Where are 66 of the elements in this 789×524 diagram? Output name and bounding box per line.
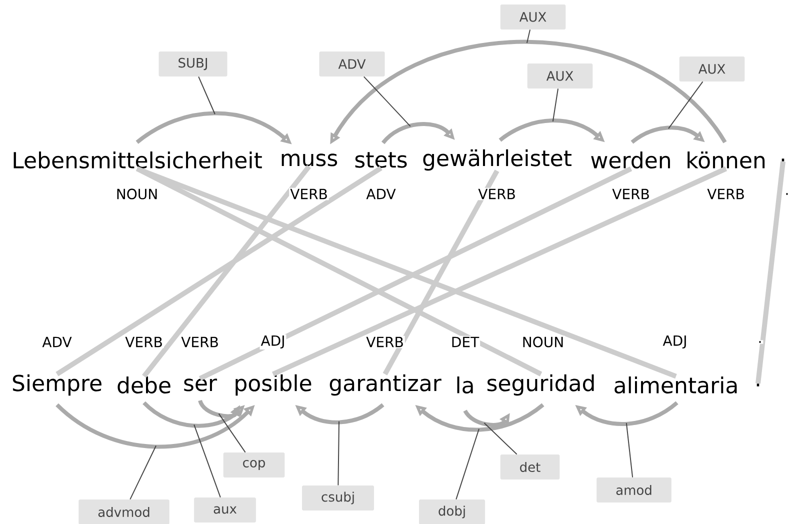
leader-line bbox=[218, 413, 246, 453]
label-box: advmod bbox=[78, 499, 170, 524]
word: debe bbox=[118, 376, 170, 394]
label-box: amod bbox=[596, 477, 672, 502]
alignment-line bbox=[142, 164, 311, 378]
pos-tag: ADJ bbox=[260, 334, 286, 350]
word: Lebensmittelsicherheit bbox=[14, 151, 262, 168]
word: muss bbox=[282, 154, 338, 166]
leader-line bbox=[526, 29, 531, 44]
pos-tag: . bbox=[756, 340, 764, 344]
label-box: det bbox=[500, 454, 560, 480]
leader-line bbox=[456, 428, 480, 500]
word: posible bbox=[236, 374, 312, 396]
word: la bbox=[457, 376, 473, 394]
leader-line bbox=[130, 445, 156, 500]
pos-tag: NOUN bbox=[520, 336, 566, 348]
arc-arrow bbox=[463, 410, 510, 427]
pos-tag: VERB bbox=[477, 188, 517, 200]
label-box: ADV bbox=[319, 52, 385, 76]
alignment-line bbox=[136, 166, 677, 379]
pos-tag: VERB bbox=[124, 336, 164, 348]
alignment-line bbox=[56, 166, 382, 376]
word: werden bbox=[591, 151, 670, 168]
label-box: SUBJ bbox=[158, 52, 228, 76]
leader-line bbox=[363, 76, 411, 127]
alignment-line bbox=[272, 166, 728, 376]
pos-tag: DET bbox=[450, 336, 480, 348]
word: stets bbox=[355, 152, 407, 168]
label-box: dobj bbox=[418, 499, 486, 524]
pos-tag: VERB bbox=[706, 188, 746, 200]
alignment-line bbox=[136, 166, 542, 376]
word: garantizar bbox=[330, 374, 442, 396]
leader-line bbox=[552, 88, 559, 122]
word: seguridad bbox=[487, 374, 594, 396]
label-box: cop bbox=[223, 452, 285, 478]
label-box: AUX bbox=[500, 4, 566, 30]
alignment-line bbox=[382, 170, 500, 376]
word: alimentaria bbox=[614, 376, 737, 394]
label-box: aux bbox=[194, 497, 256, 522]
leader-line bbox=[198, 76, 216, 115]
pos-tag: VERB bbox=[289, 188, 329, 200]
word: können bbox=[688, 151, 765, 168]
word: ser bbox=[184, 378, 218, 392]
pos-tag: VERB bbox=[180, 336, 220, 348]
alignment-line bbox=[756, 161, 786, 384]
pos-tag: VERB bbox=[611, 188, 651, 200]
pos-tag: VERB bbox=[365, 336, 405, 348]
leader-line bbox=[626, 422, 634, 478]
pos-tag: ADV bbox=[41, 336, 73, 348]
pos-tag: NOUN bbox=[114, 188, 160, 200]
word: gewährleistet bbox=[423, 149, 572, 171]
word: . bbox=[756, 384, 760, 386]
leader-line bbox=[338, 420, 340, 486]
pos-tag: . bbox=[784, 192, 789, 196]
leader-line bbox=[484, 422, 518, 455]
pos-tag: ADV bbox=[365, 188, 397, 200]
leader-line bbox=[668, 81, 704, 130]
label-box: csubj bbox=[302, 485, 374, 510]
arc-arrow bbox=[198, 400, 240, 418]
label-box: AUX bbox=[527, 64, 593, 88]
word: . bbox=[782, 158, 784, 162]
alignment-line bbox=[198, 166, 632, 381]
word: Siempre bbox=[12, 374, 102, 396]
leader-line bbox=[194, 424, 221, 498]
label-box: AUX bbox=[679, 56, 745, 82]
pos-tag: ADJ bbox=[662, 334, 688, 350]
